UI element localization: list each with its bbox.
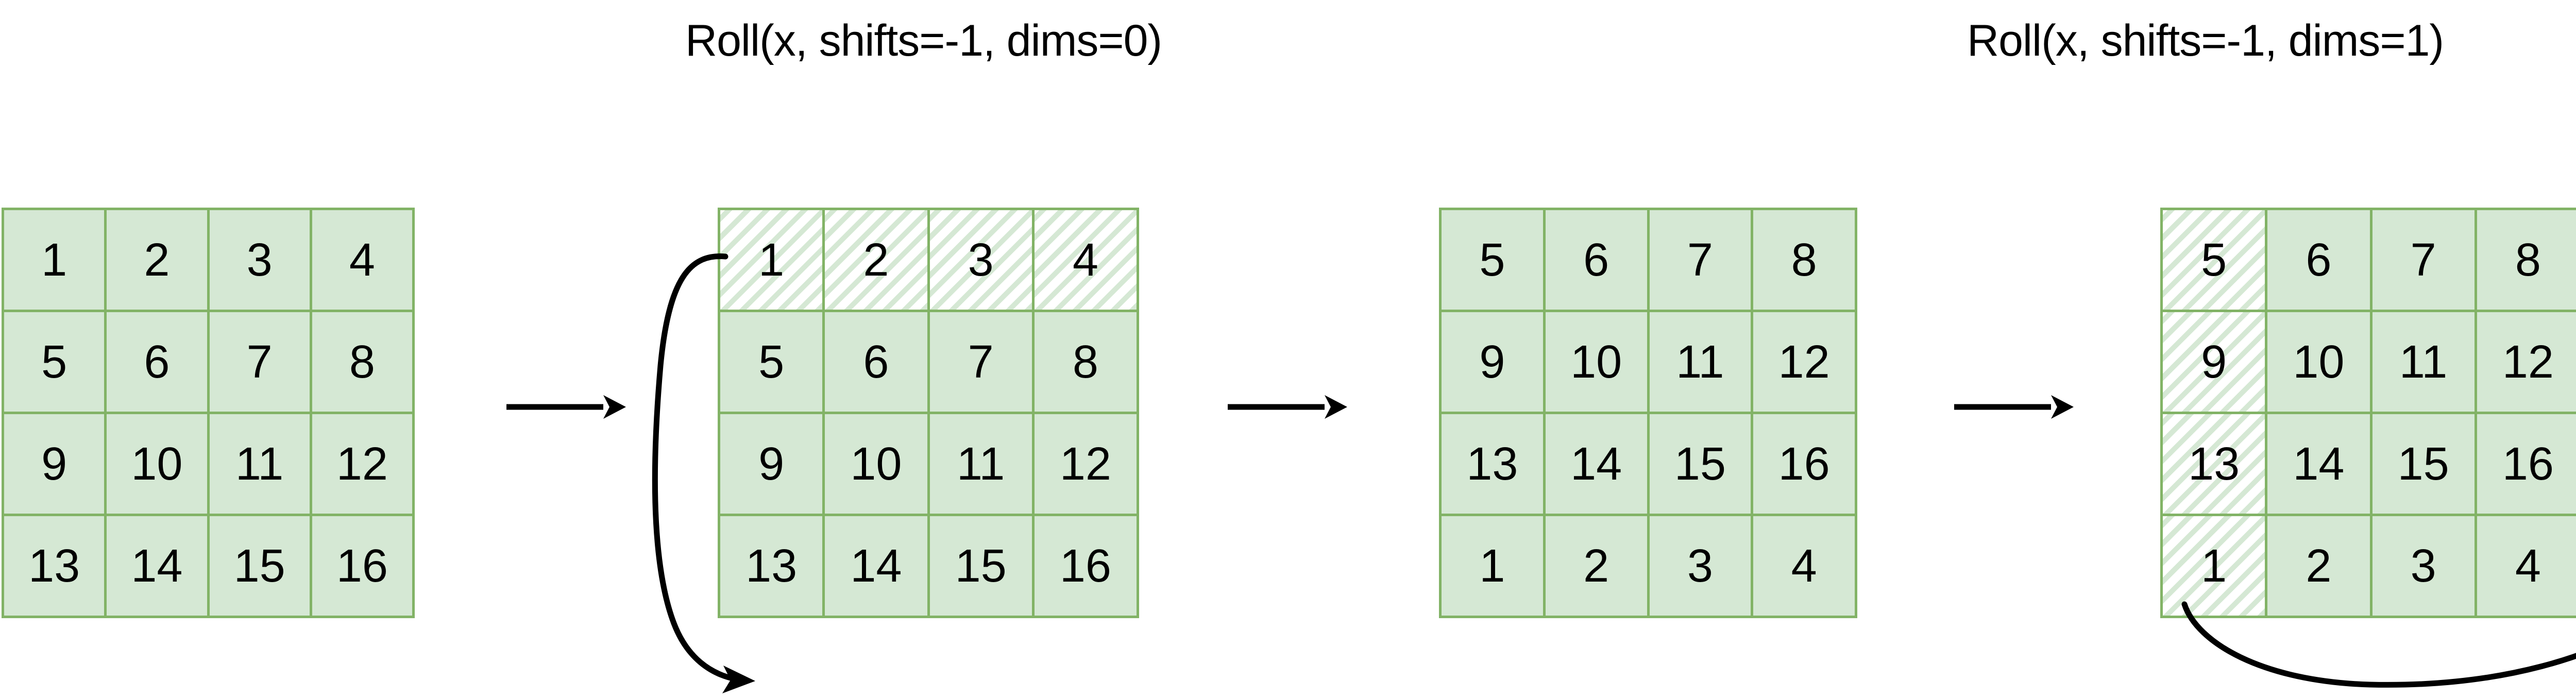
matrix-cell: 16 [1034, 516, 1137, 616]
matrix-cell: 11 [929, 414, 1032, 514]
matrix-cell: 15 [209, 516, 310, 616]
matrix-cell: 6 [2267, 210, 2370, 310]
matrix-cell: 8 [2477, 210, 2576, 310]
matrix-cell-highlighted: 4 [1034, 210, 1137, 310]
matrix-cell: 9 [1442, 312, 1543, 412]
matrix-cell: 3 [209, 210, 310, 310]
matrix-cell: 11 [1649, 312, 1751, 412]
arrow-rowhighlight-to-rowrolled-icon [1228, 395, 1347, 419]
matrix-cell: 7 [929, 312, 1032, 412]
matrix-cell: 2 [2267, 516, 2370, 616]
matrix-cell: 7 [209, 312, 310, 412]
matrix-cell: 10 [825, 414, 927, 514]
matrix-cell: 5 [4, 312, 105, 412]
matrix-cell: 6 [825, 312, 927, 412]
matrix-cell: 8 [1753, 210, 1855, 310]
column-highlight-matrix: 5 6 7 8 9 10 11 12 13 14 15 16 1 2 3 4 [2160, 208, 2576, 618]
matrix-cell: 12 [312, 414, 412, 514]
title-roll-dims0: Roll(x, shifts=-1, dims=0) [685, 16, 1162, 65]
matrix-cell: 3 [1649, 516, 1751, 616]
matrix-cell: 9 [4, 414, 105, 514]
matrix-cell: 8 [312, 312, 412, 412]
arrow-input-to-rowhighlight-icon [506, 395, 626, 419]
matrix-cell: 13 [4, 516, 105, 616]
input-matrix: 1 2 3 4 5 6 7 8 9 10 11 12 13 14 15 16 [2, 208, 415, 618]
arrow-rowrolled-to-colhighlight-icon [1954, 395, 2074, 419]
column-wrap-arrow-icon [2181, 601, 2576, 688]
matrix-cell: 15 [1649, 414, 1751, 514]
matrix-cell-highlighted: 5 [2163, 210, 2265, 310]
matrix-cell: 16 [1753, 414, 1855, 514]
matrix-cell-highlighted: 3 [929, 210, 1032, 310]
matrix-cell: 4 [1753, 516, 1855, 616]
matrix-cell: 13 [720, 516, 823, 616]
matrix-cell: 12 [2477, 312, 2576, 412]
matrix-cell: 15 [929, 516, 1032, 616]
matrix-cell: 5 [720, 312, 823, 412]
matrix-cell: 4 [312, 210, 412, 310]
matrix-cell: 8 [1034, 312, 1137, 412]
matrix-cell: 1 [1442, 516, 1543, 616]
matrix-cell: 10 [2267, 312, 2370, 412]
matrix-cell: 6 [107, 312, 207, 412]
matrix-cell-highlighted: 9 [2163, 312, 2265, 412]
matrix-cell: 15 [2372, 414, 2475, 514]
matrix-cell-highlighted: 2 [825, 210, 927, 310]
matrix-cell-highlighted: 1 [720, 210, 823, 310]
matrix-cell: 13 [1442, 414, 1543, 514]
matrix-cell: 3 [2372, 516, 2475, 616]
title-roll-dims1: Roll(x, shifts=-1, dims=1) [1967, 16, 2444, 65]
matrix-cell: 16 [312, 516, 412, 616]
matrix-cell: 14 [107, 516, 207, 616]
matrix-cell: 12 [1753, 312, 1855, 412]
matrix-cell: 12 [1034, 414, 1137, 514]
matrix-cell: 7 [2372, 210, 2475, 310]
matrix-cell: 2 [107, 210, 207, 310]
matrix-cell: 14 [825, 516, 927, 616]
matrix-cell: 6 [1545, 210, 1647, 310]
matrix-cell: 14 [1545, 414, 1647, 514]
matrix-cell: 9 [720, 414, 823, 514]
matrix-cell: 2 [1545, 516, 1647, 616]
row-wrap-arrow-icon [652, 253, 755, 693]
matrix-cell: 16 [2477, 414, 2576, 514]
matrix-cell: 7 [1649, 210, 1751, 310]
row-highlight-matrix: 1 2 3 4 5 6 7 8 9 10 11 12 13 14 15 16 [718, 208, 1139, 618]
row-rolled-matrix: 5 6 7 8 9 10 11 12 13 14 15 16 1 2 3 4 [1439, 208, 1857, 618]
matrix-cell-highlighted: 1 [2163, 516, 2265, 616]
matrix-cell: 11 [2372, 312, 2475, 412]
matrix-cell: 4 [2477, 516, 2576, 616]
matrix-cell: 5 [1442, 210, 1543, 310]
matrix-cell-highlighted: 13 [2163, 414, 2265, 514]
matrix-cell: 10 [1545, 312, 1647, 412]
matrix-cell: 11 [209, 414, 310, 514]
matrix-cell: 14 [2267, 414, 2370, 514]
matrix-cell: 10 [107, 414, 207, 514]
matrix-cell: 1 [4, 210, 105, 310]
